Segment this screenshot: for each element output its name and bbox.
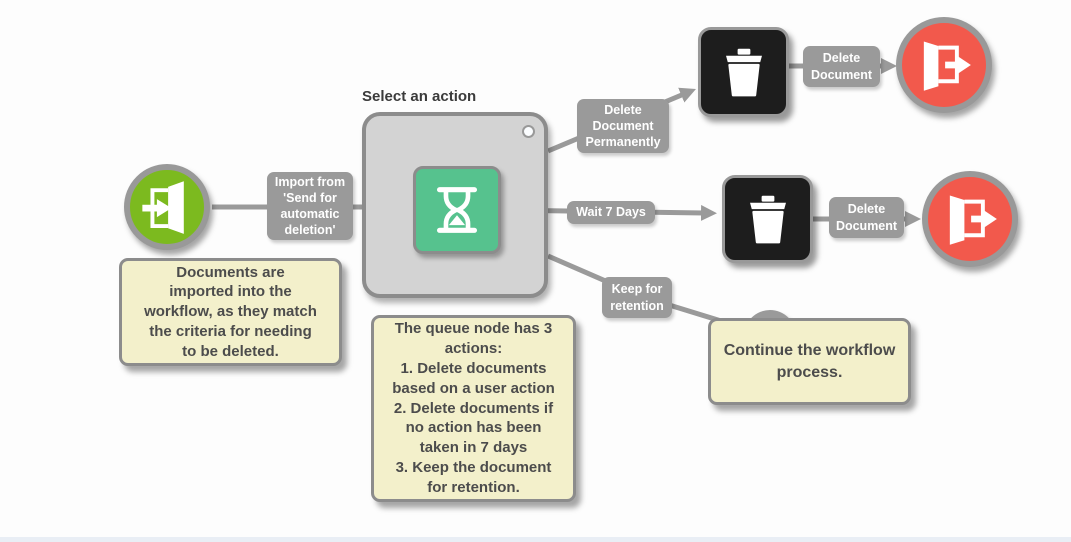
- end-exit-node-1[interactable]: [896, 17, 992, 113]
- edge-label-delete-document-2[interactable]: Delete Document: [829, 197, 904, 238]
- exit-door-icon: [916, 37, 972, 93]
- end-exit-node-2[interactable]: [922, 171, 1018, 267]
- queue-node-title: Select an action: [362, 88, 477, 105]
- queue-node[interactable]: [362, 112, 548, 298]
- edge-label-delete-permanently[interactable]: Delete Document Permanently: [577, 99, 669, 153]
- trash-icon: [715, 42, 773, 102]
- delete-permanently-node[interactable]: [698, 27, 789, 117]
- window-edge: [0, 537, 1071, 542]
- wait-action-node[interactable]: [413, 166, 501, 254]
- edge-label-keep-retention[interactable]: Keep for retention: [602, 277, 672, 318]
- trash-icon: [739, 189, 797, 249]
- edge-label-wait-7-days[interactable]: Wait 7 Days: [567, 201, 655, 224]
- delete-after-wait-node[interactable]: [722, 175, 813, 263]
- note-continue-description[interactable]: Continue the workflow process.: [708, 318, 911, 405]
- exit-door-icon: [942, 191, 998, 247]
- import-door-icon: [139, 179, 195, 235]
- edge-label-delete-document-1[interactable]: Delete Document: [803, 46, 880, 87]
- note-import-description[interactable]: Documents are imported into the workflow…: [119, 258, 342, 366]
- note-queue-description[interactable]: The queue node has 3 actions: 1. Delete …: [371, 315, 576, 502]
- edge-label-import[interactable]: Import from 'Send for automatic deletion…: [267, 172, 353, 240]
- hourglass-icon: [428, 181, 486, 239]
- queue-status-dot-icon: [522, 125, 535, 138]
- start-import-node[interactable]: [124, 164, 210, 250]
